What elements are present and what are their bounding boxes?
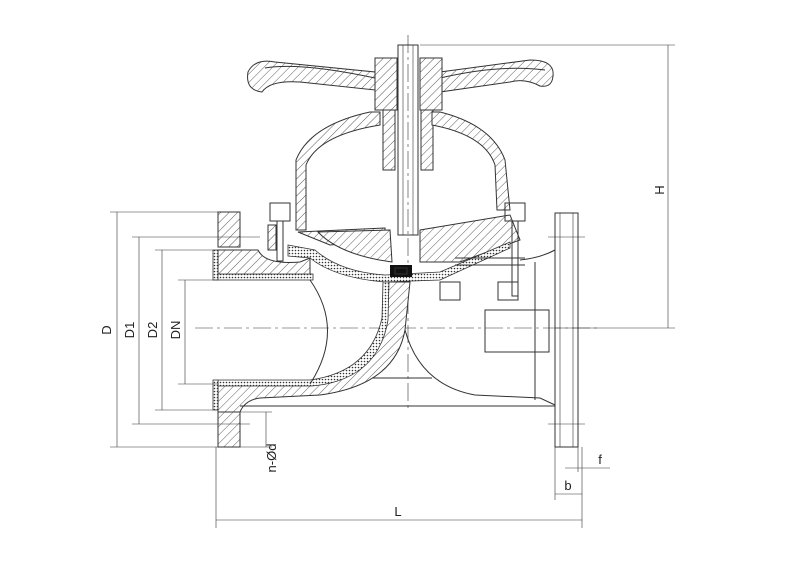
valve-body	[205, 211, 585, 448]
dim-label-D1: D1	[122, 322, 137, 339]
dim-label-L: L	[394, 504, 401, 519]
bonnet-bolts	[267, 202, 526, 301]
dimension-lines	[110, 44, 675, 528]
compressor-stud	[390, 265, 412, 277]
dim-label-D2: D2	[145, 322, 160, 339]
handwheel	[247, 57, 554, 111]
stem	[382, 44, 434, 236]
dim-label-H: H	[652, 185, 667, 194]
dim-label-D: D	[99, 325, 114, 334]
dim-label-bolt-holes: n-Ød	[264, 444, 279, 473]
dim-label-DN: DN	[168, 321, 183, 340]
dim-label-f: f	[598, 452, 602, 467]
dim-label-b: b	[564, 478, 571, 493]
bonnet	[295, 111, 521, 263]
diaphragm	[287, 241, 511, 283]
